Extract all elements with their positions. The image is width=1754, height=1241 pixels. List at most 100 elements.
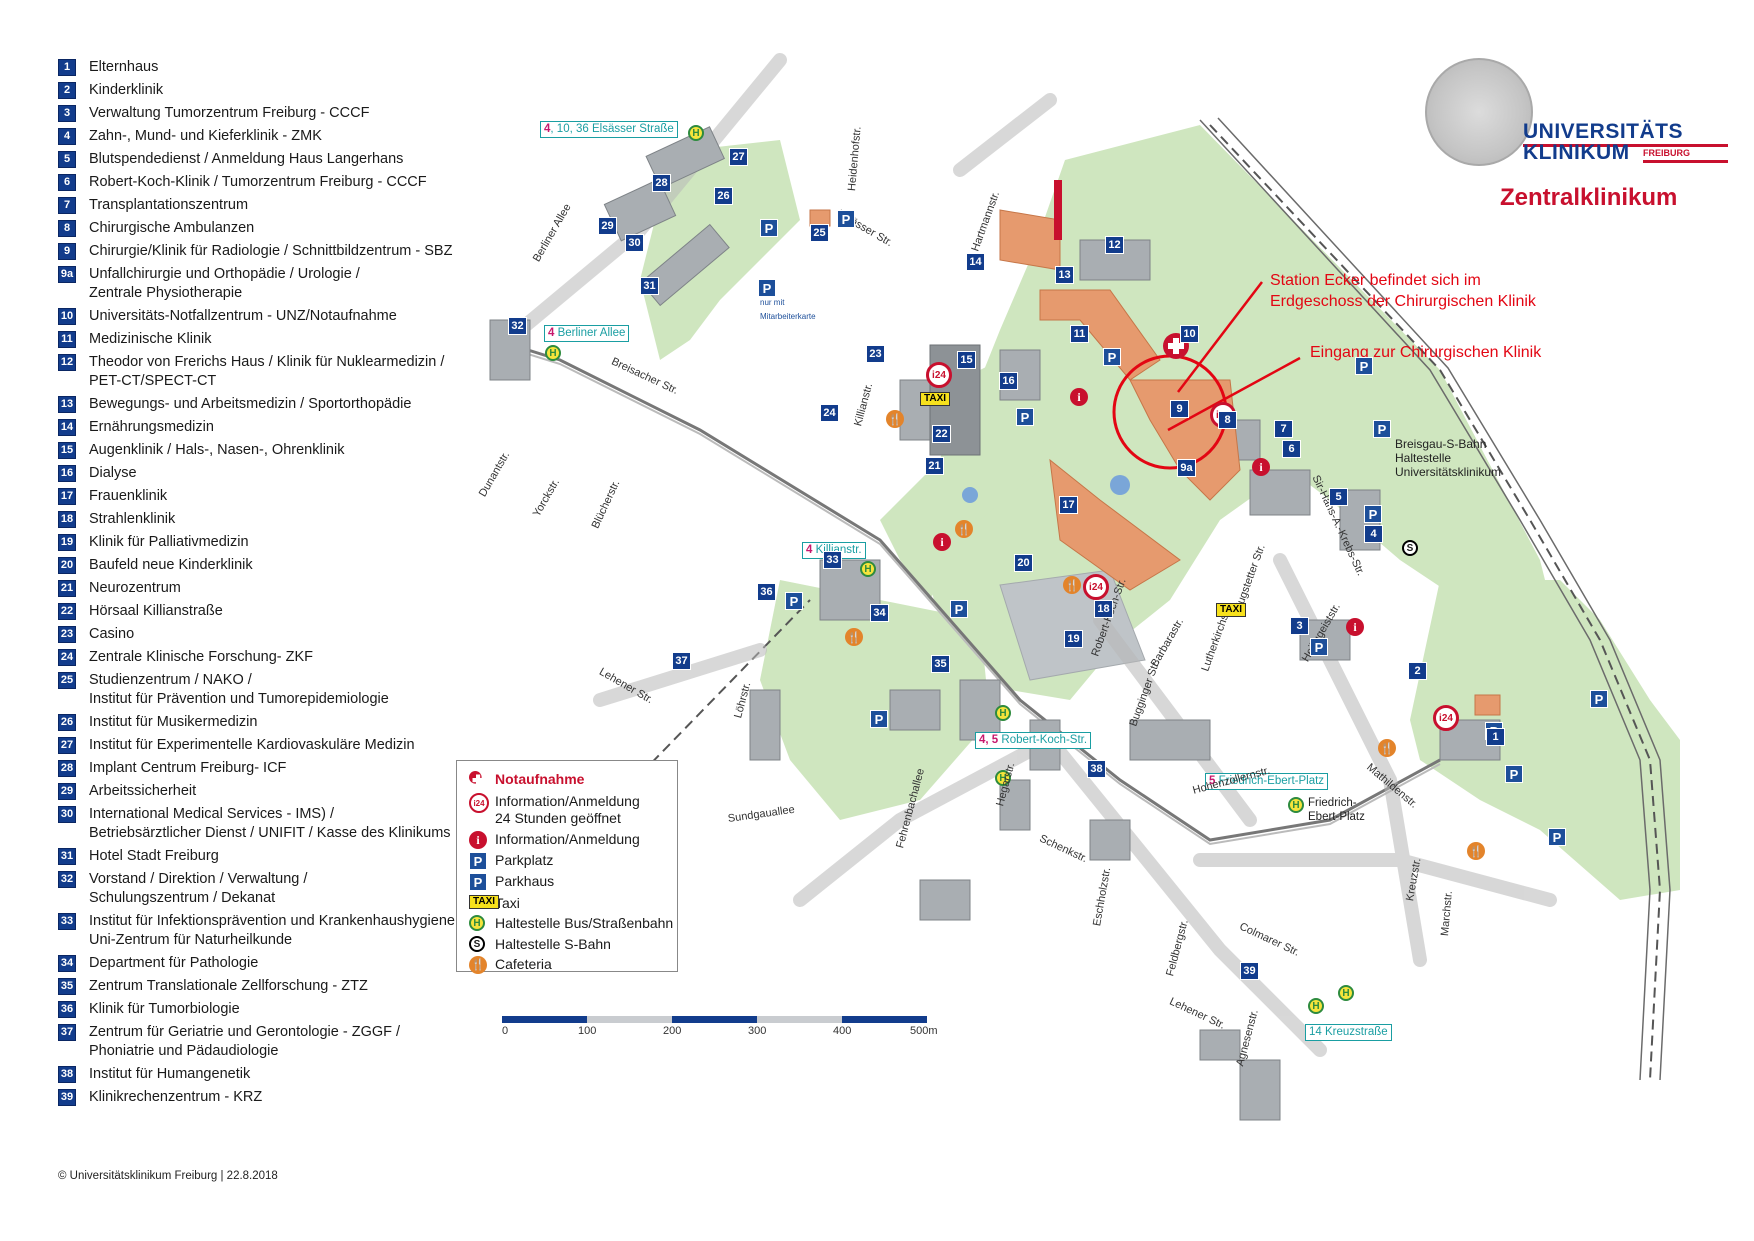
legend-entry-line: Institut für Prävention und Tumorepidemi… — [89, 691, 389, 707]
building-number-badge: 15 — [58, 442, 76, 459]
building-block — [889, 689, 941, 731]
stop-kreuzstrasse: 14 Kreuzstraße — [1305, 1024, 1392, 1041]
building-number-badge: 4 — [58, 128, 76, 145]
legend-entry-line: Betriebsärztlicher Dienst / UNIFIT / Kas… — [89, 825, 451, 841]
building-number-badge: 6 — [58, 174, 76, 191]
legend-entry-label: Blutspendedienst / Anmeldung Haus Langer… — [89, 150, 403, 169]
legend-entry-line: Verwaltung Tumorzentrum Freiburg - CCCF — [89, 105, 370, 121]
legend-entry-label: Vorstand / Direktion / Verwaltung /Schul… — [89, 870, 307, 908]
map-building-number: 3 — [1290, 617, 1309, 635]
map-building-number: 10 — [1180, 325, 1199, 343]
legend-entry-line: Department für Pathologie — [89, 955, 259, 971]
building-number-badge: 22 — [58, 603, 76, 620]
logo-wordmark-3: FREIBURG — [1643, 148, 1690, 158]
legend-entry-line: Universitäts-Notfallzentrum - UNZ/Notauf… — [89, 308, 397, 324]
info-icon: i — [1070, 388, 1088, 406]
legend-entry-label: Kinderklinik — [89, 81, 163, 100]
legend-entry-line: Kinderklinik — [89, 82, 164, 98]
stop-elsaesser-strasse: 4, 10, 36 Elsässer Straße — [540, 121, 678, 138]
building-number-badge: 21 — [58, 580, 76, 597]
map-building-number: 8 — [1218, 411, 1237, 429]
legend-entry-line: Institut für Humangenetik — [89, 1066, 251, 1082]
map-building-number: 31 — [640, 277, 659, 295]
building-number-badge: 36 — [58, 1001, 76, 1018]
legend-entry-label: Studienzentrum / NAKO / Institut für Präv… — [89, 671, 389, 709]
map-building-number: 16 — [999, 372, 1018, 390]
scale-bar: 0 100 200 300 400 500m — [502, 1016, 938, 1046]
legend-info: i Information/Anmeldung — [467, 831, 640, 849]
map-building-number: 20 — [1014, 554, 1033, 572]
map-building-number: 19 — [1064, 630, 1083, 648]
legend-entry-line: Zentrale Klinische Forschung- ZKF — [89, 649, 314, 665]
uniklinikum-logo: UNIVERSITÄTS KLINIKUM FREIBURG — [1425, 56, 1735, 166]
legend-entry: 26 Institut für Musikermedizin — [58, 713, 498, 732]
campus-green-south — [760, 580, 990, 820]
parking-icon: P — [870, 710, 888, 728]
info-icon: i — [1252, 458, 1270, 476]
info-icon: i — [1346, 618, 1364, 636]
building-number-badge: 7 — [58, 197, 76, 214]
legend-entry-line: Unfallchirurgie und Orthopädie / Urologi… — [89, 266, 360, 282]
legend-parkhaus: P Parkhaus — [467, 873, 554, 891]
fe-platz-label: Friedrich-Ebert-Platz — [1308, 797, 1365, 823]
building-number-badge: 1 — [58, 59, 76, 76]
scale-label: 0 — [502, 1025, 509, 1037]
legend-entry-line: Institut für Experimentelle Kardiovaskul… — [89, 737, 415, 753]
legend-entry-line: Hörsaal Killianstraße — [89, 603, 223, 619]
building-number-badge: 19 — [58, 534, 76, 551]
legend-entry: 10 Universitäts-Notfallzentrum - UNZ/Nota… — [58, 307, 498, 326]
sbahn-icon: S — [469, 936, 485, 952]
building-number-badge: 25 — [58, 672, 76, 689]
building-number-badge: 31 — [58, 848, 76, 865]
legend-entry-line: Institut für Musikermedizin — [89, 714, 258, 730]
building-block — [1089, 819, 1131, 861]
bus-stop-icon: H — [1308, 998, 1324, 1014]
cafeteria-icon: 🍴 — [1378, 739, 1396, 757]
note-entrance: Eingang zur Chirurgischen Klinik — [1310, 344, 1542, 361]
building-number-badge: 26 — [58, 714, 76, 731]
info-24h-icon: i24 — [926, 362, 952, 388]
legend-entry-line: Chirurgische Ambulanzen — [89, 220, 255, 236]
legend-entry-line: Bewegungs- und Arbeitsmedizin / Sportort… — [89, 396, 412, 412]
info-24h-icon: i24 — [1083, 574, 1109, 600]
map-building-number: 12 — [1105, 236, 1124, 254]
building-block — [959, 679, 1001, 741]
legend-entry-label: Klinikrechenzentrum - KRZ — [89, 1088, 262, 1107]
legend-entry-line: Vorstand / Direktion / Verwaltung / — [89, 871, 308, 887]
bus-stop-icon: H — [545, 345, 561, 361]
construction-field — [999, 569, 1146, 681]
legend-entry-line: Studienzentrum / NAKO / — [89, 672, 252, 688]
cafeteria-icon: 🍴 — [955, 520, 973, 538]
map-building-number: 39 — [1240, 962, 1259, 980]
building-number-badge: 35 — [58, 978, 76, 995]
legend-entry-line: Klinikrechenzentrum - KRZ — [89, 1089, 263, 1105]
map-building-number: 22 — [932, 425, 951, 443]
legend-sbahn: S Haltestelle S-Bahn — [467, 936, 611, 954]
scale-label: 300 — [748, 1025, 767, 1037]
map-building-number: 23 — [866, 345, 885, 363]
parkhaus-icon: P — [758, 279, 776, 297]
building-number-badge: 20 — [58, 557, 76, 574]
map-building-number: 6 — [1282, 440, 1301, 458]
legend-entry-label: Institut für Humangenetik — [89, 1065, 250, 1084]
legend-entry-line: Zentrale Physiotherapie — [89, 285, 243, 301]
parking-icon: P — [1505, 765, 1523, 783]
building-block — [749, 689, 781, 761]
map-building-number: 32 — [508, 317, 527, 335]
bus-stop-icon: H — [995, 770, 1011, 786]
building-number-badge: 33 — [58, 913, 76, 930]
legend-entry-line: Hotel Stadt Freiburg — [89, 848, 219, 864]
building-number-badge: 10 — [58, 308, 76, 325]
legend-entry-line: Medizinische Klinik — [89, 331, 212, 347]
legend-bus: H Haltestelle Bus/Straßenbahn — [467, 915, 673, 933]
